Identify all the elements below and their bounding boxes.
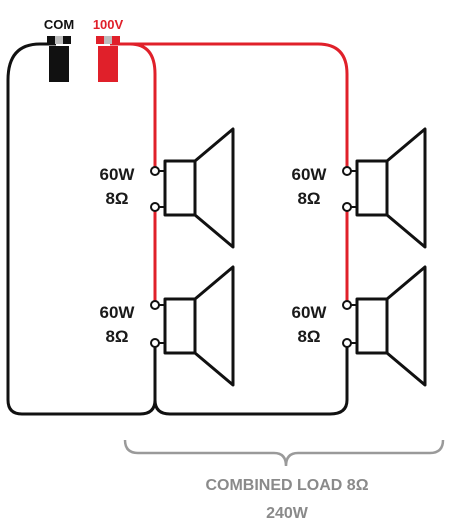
loudspeaker-icon xyxy=(163,127,235,249)
v100-label: 100V xyxy=(93,17,124,32)
speaker-bottom-right-power: 60W xyxy=(292,303,328,322)
com-terminal: COM xyxy=(44,17,74,82)
speaker-top-right-power: 60W xyxy=(292,165,328,184)
black-common-wire xyxy=(6,42,349,416)
speaker-bottom-right xyxy=(342,265,427,387)
combined-power-label: 240W xyxy=(266,505,309,522)
speaker-bottom-left xyxy=(150,265,235,387)
speaker-bottom-left-impedance: 8Ω xyxy=(105,327,128,346)
red-hot-wire xyxy=(110,42,349,305)
loudspeaker-icon xyxy=(163,265,235,387)
speaker-top-left-power: 60W xyxy=(100,165,136,184)
loudspeaker-icon xyxy=(355,265,427,387)
speaker-top-right xyxy=(342,127,427,249)
speaker-top-left-impedance: 8Ω xyxy=(105,189,128,208)
combined-load-bracket xyxy=(123,439,445,467)
loudspeaker-icon xyxy=(355,127,427,249)
combined-load-label: COMBINED LOAD 8Ω xyxy=(205,477,368,494)
speaker-top-right-impedance: 8Ω xyxy=(297,189,320,208)
com-label: COM xyxy=(44,17,74,32)
speaker-top-left xyxy=(150,127,235,249)
speaker-bottom-right-impedance: 8Ω xyxy=(297,327,320,346)
v100-terminal: 100V xyxy=(93,17,124,82)
speaker-bottom-left-power: 60W xyxy=(100,303,136,322)
